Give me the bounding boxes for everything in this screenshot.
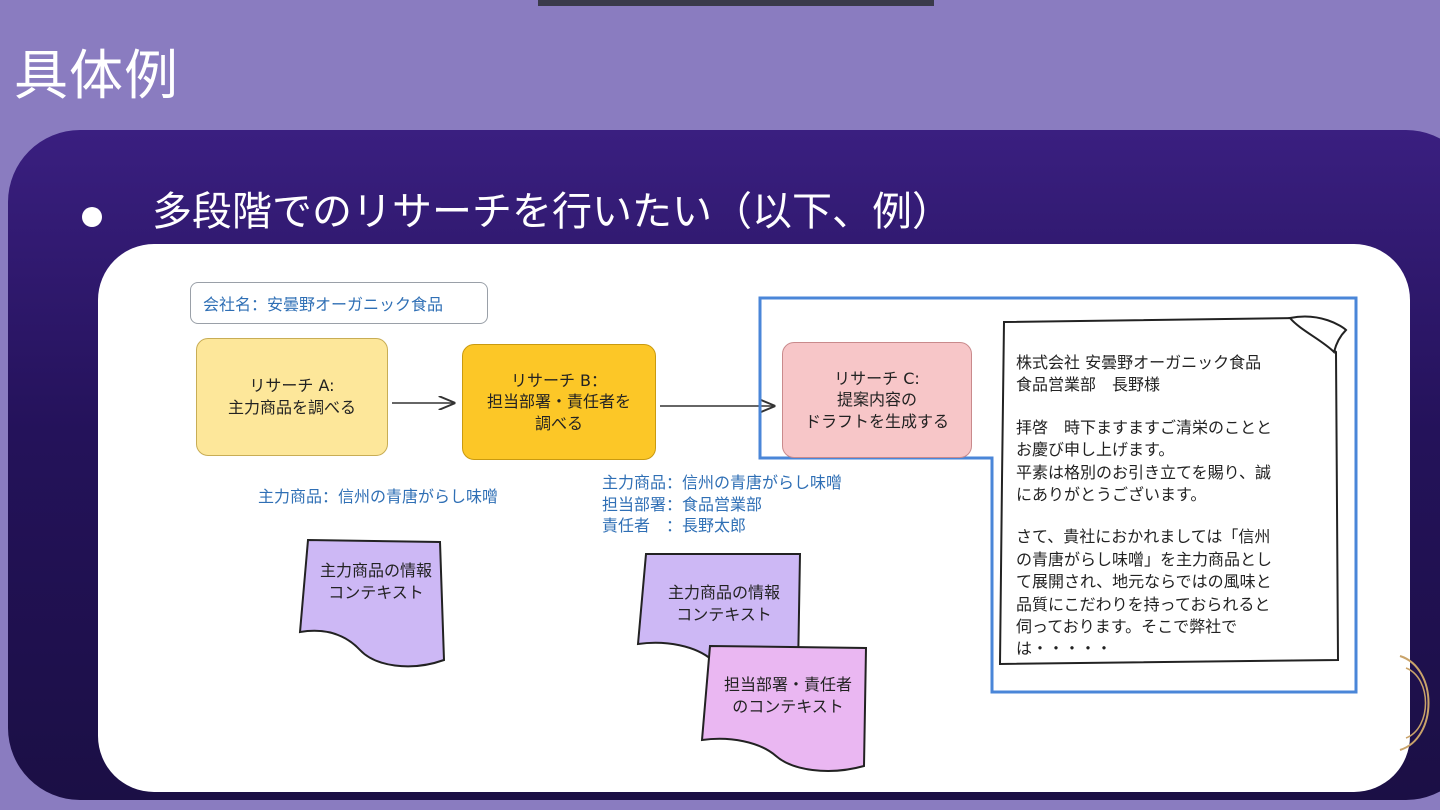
doc-a-label: 主力商品の情報 コンテキスト <box>306 552 446 612</box>
letter-greeting: 拝啓 時下ますますご清栄のことと お慶び申し上げます。 平素は格別のお引き立てを… <box>1016 417 1316 507</box>
doc-a-line2: コンテキスト <box>328 583 424 602</box>
letter-line: さて、貴社におかれましては「信州 <box>1016 527 1271 547</box>
top-bar <box>538 0 934 6</box>
doc-b1-line1: 主力商品の情報 <box>667 583 780 603</box>
research-b-title: リサーチ B： <box>510 370 608 390</box>
bullet-dot-icon <box>82 207 102 227</box>
doc-b2-label: 担当部署・責任者 のコンテキスト <box>710 666 866 726</box>
bullet-text: 多段階でのリサーチを行いたい（以下、例） <box>152 189 952 235</box>
letter-line: 平素は格別のお引き立てを賜り、誠 <box>1016 462 1272 482</box>
doc-a-line1: 主力商品の情報 <box>319 561 432 581</box>
research-c-desc-2: ドラフトを生成する <box>804 411 949 431</box>
research-c-desc-1: 提案内容の <box>836 390 917 410</box>
letter-line: にありがとうございます。 <box>1016 484 1207 504</box>
doc-b1-label: 主力商品の情報 コンテキスト <box>646 574 802 634</box>
letter-line: 伺っております。そこで弊社で <box>1016 616 1238 636</box>
letter-body: さて、貴社におかれましては「信州 の青唐がらし味噌」を主力商品とし て展開され、… <box>1016 526 1316 660</box>
letter-line: 品質にこだわりを持っておられると <box>1016 594 1271 614</box>
letter-line: お慶び申し上げます。 <box>1016 440 1175 460</box>
letter-line: の青唐がらし味噌」を主力商品とし <box>1016 549 1273 569</box>
draft-letter: 株式会社 安曇野オーガニック食品 食品営業部 長野様 拝啓 時下ますますご清栄の… <box>1016 352 1316 681</box>
research-b-result: 主力商品：信州の青唐がらし味噌 担当部署：食品営業部 責任者 ：長野太郎 <box>602 472 842 537</box>
letter-line: て展開され、地元ならではの風味と <box>1016 572 1272 592</box>
letter-fold-icon <box>1288 315 1348 354</box>
doc-b2-line2: のコンテキスト <box>732 697 844 716</box>
letter-line: 株式会社 安曇野オーガニック食品 <box>1016 353 1262 372</box>
research-b-box: リサーチ B： 担当部署・責任者を 調べる <box>462 344 656 460</box>
company-name-tag: 会社名：安曇野オーガニック食品 <box>190 282 488 324</box>
research-a-desc: 主力商品を調べる <box>227 398 356 417</box>
research-c-box: リサーチ C: 提案内容の ドラフトを生成する <box>782 342 972 458</box>
doc-b2-shape <box>700 644 868 772</box>
research-a-box: リサーチ A: 主力商品を調べる <box>196 338 388 456</box>
doc-b1-line2: コンテキスト <box>676 605 772 624</box>
letter-line: は・・・・・ <box>1016 639 1113 659</box>
decorative-swirl-icon <box>1399 655 1430 751</box>
doc-a-shape <box>298 538 446 668</box>
letter-line: 拝啓 時下ますますご清栄のことと <box>1016 417 1273 437</box>
research-b-result-dept: 担当部署：食品営業部 <box>602 494 763 514</box>
letter-address: 株式会社 安曇野オーガニック食品 食品営業部 長野様 <box>1016 352 1316 397</box>
page-title: 具体例 <box>14 44 179 107</box>
research-a-result: 主力商品：信州の青唐がらし味噌 <box>258 487 499 506</box>
research-b-desc-2: 調べる <box>534 413 583 433</box>
research-b-result-person: 責任者 ：長野太郎 <box>602 516 747 536</box>
doc-b2-line1: 担当部署・責任者 <box>723 675 852 695</box>
research-c-frame <box>758 296 1358 694</box>
research-a-title: リサーチ A: <box>249 376 335 396</box>
letter-line: 食品営業部 長野様 <box>1016 375 1161 395</box>
research-b-result-product: 主力商品：信州の青唐がらし味噌 <box>602 473 843 492</box>
research-b-desc-1: 担当部署・責任者を <box>486 392 631 412</box>
research-c-title: リサーチ C: <box>834 368 920 388</box>
